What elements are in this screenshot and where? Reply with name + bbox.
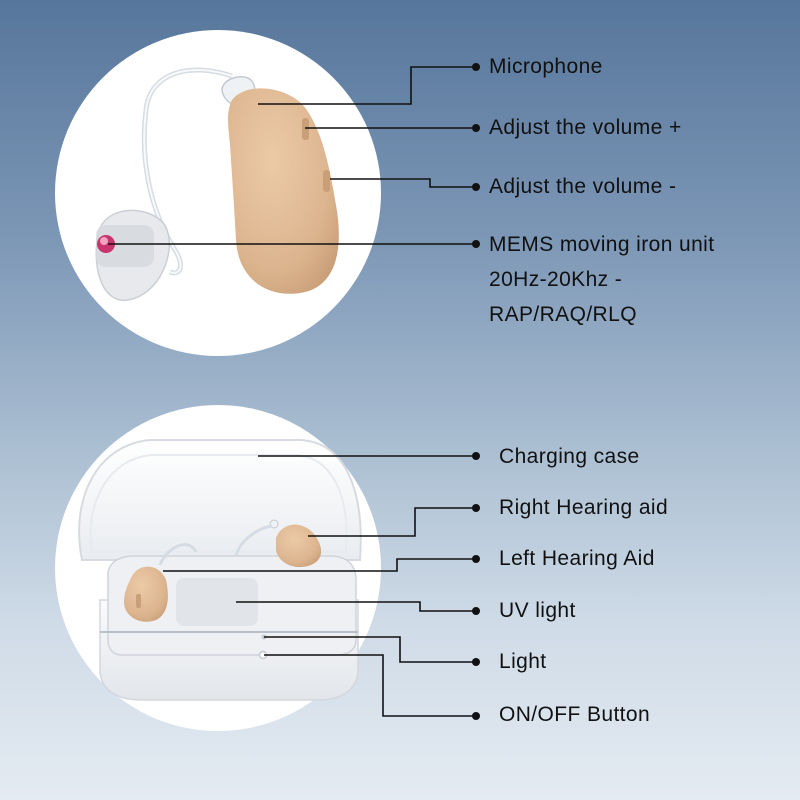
uv-light-cavity [176, 578, 258, 626]
label-receiver-line3: RAP/RAQ/RLQ [489, 303, 637, 326]
label-charging-case: Charging case [499, 445, 640, 468]
hearing-aid-callout-lines [108, 66, 475, 245]
charging-case-illustration [78, 439, 362, 701]
left-hearing-aid [124, 566, 168, 622]
label-volume-up: Adjust the volume + [489, 116, 682, 139]
label-microphone: Microphone [489, 55, 603, 78]
label-receiver-unit: MEMS moving iron unit 20Hz-20Khz - RAP/R… [489, 227, 714, 332]
label-volume-down: Adjust the volume - [489, 175, 677, 198]
label-uv-light: UV light [499, 599, 576, 622]
label-left-hearing-aid: Left Hearing Aid [499, 547, 655, 570]
hearing-aid-callout-dots [472, 63, 480, 248]
label-on-off-button: ON/OFF Button [499, 703, 651, 726]
label-light: Light [499, 650, 547, 673]
hearing-aid-illustration [95, 67, 339, 301]
charging-case-callout-dots [472, 452, 480, 720]
hearing-aid-body [228, 88, 339, 294]
volume-up-button [302, 118, 309, 140]
label-receiver-line1: MEMS moving iron unit [489, 233, 715, 256]
label-right-hearing-aid: Right Hearing aid [499, 496, 669, 519]
charging-case-callout-lines [163, 455, 475, 717]
label-receiver-line2: 20Hz-20Khz - [489, 268, 623, 291]
volume-down-button [323, 170, 330, 192]
